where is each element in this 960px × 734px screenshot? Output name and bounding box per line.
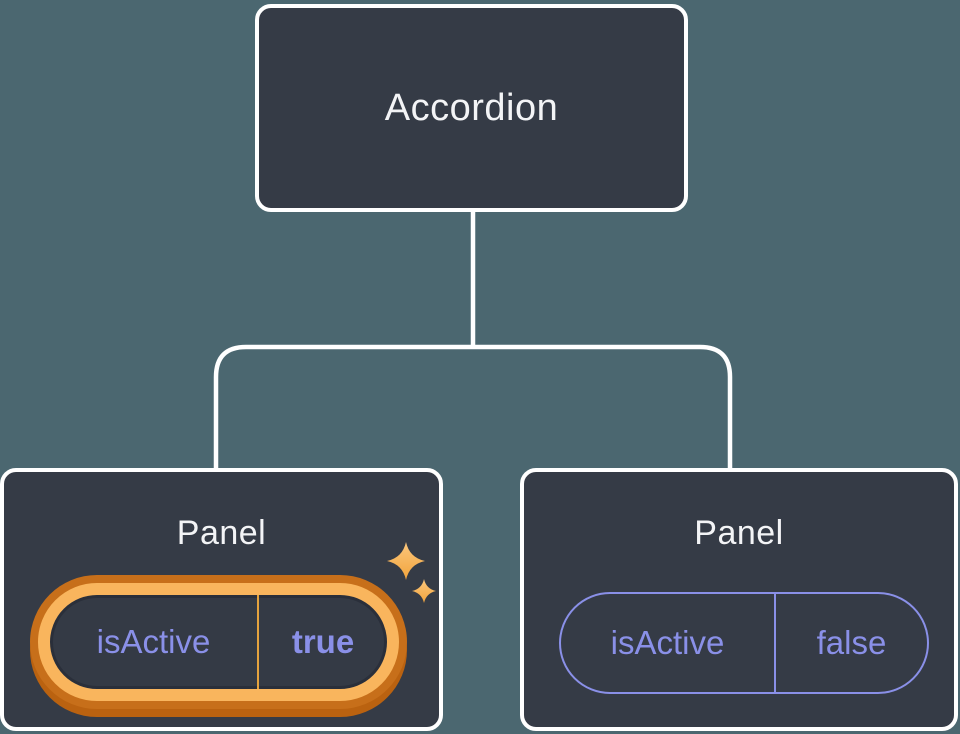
panel-node-label: Panel	[176, 514, 267, 552]
prop-value-label: true	[291, 623, 355, 660]
prop-pill-divider	[257, 595, 259, 689]
panel-node-active: Panel isActive true	[0, 468, 443, 731]
prop-value-label: false	[816, 624, 887, 661]
prop-pill-inactive: isActive false	[559, 592, 929, 694]
panel-node-label: Panel	[694, 514, 784, 552]
panel-node-inactive: Panel isActive false	[520, 468, 958, 731]
accordion-node-label: Accordion	[384, 86, 559, 129]
prop-pill-divider	[774, 594, 776, 692]
accordion-node: Accordion	[255, 4, 688, 212]
prop-pill-active: isActive true	[38, 583, 399, 701]
prop-name-label: isActive	[610, 624, 725, 661]
sparkles-icon	[387, 542, 436, 603]
prop-name-label: isActive	[96, 623, 211, 660]
